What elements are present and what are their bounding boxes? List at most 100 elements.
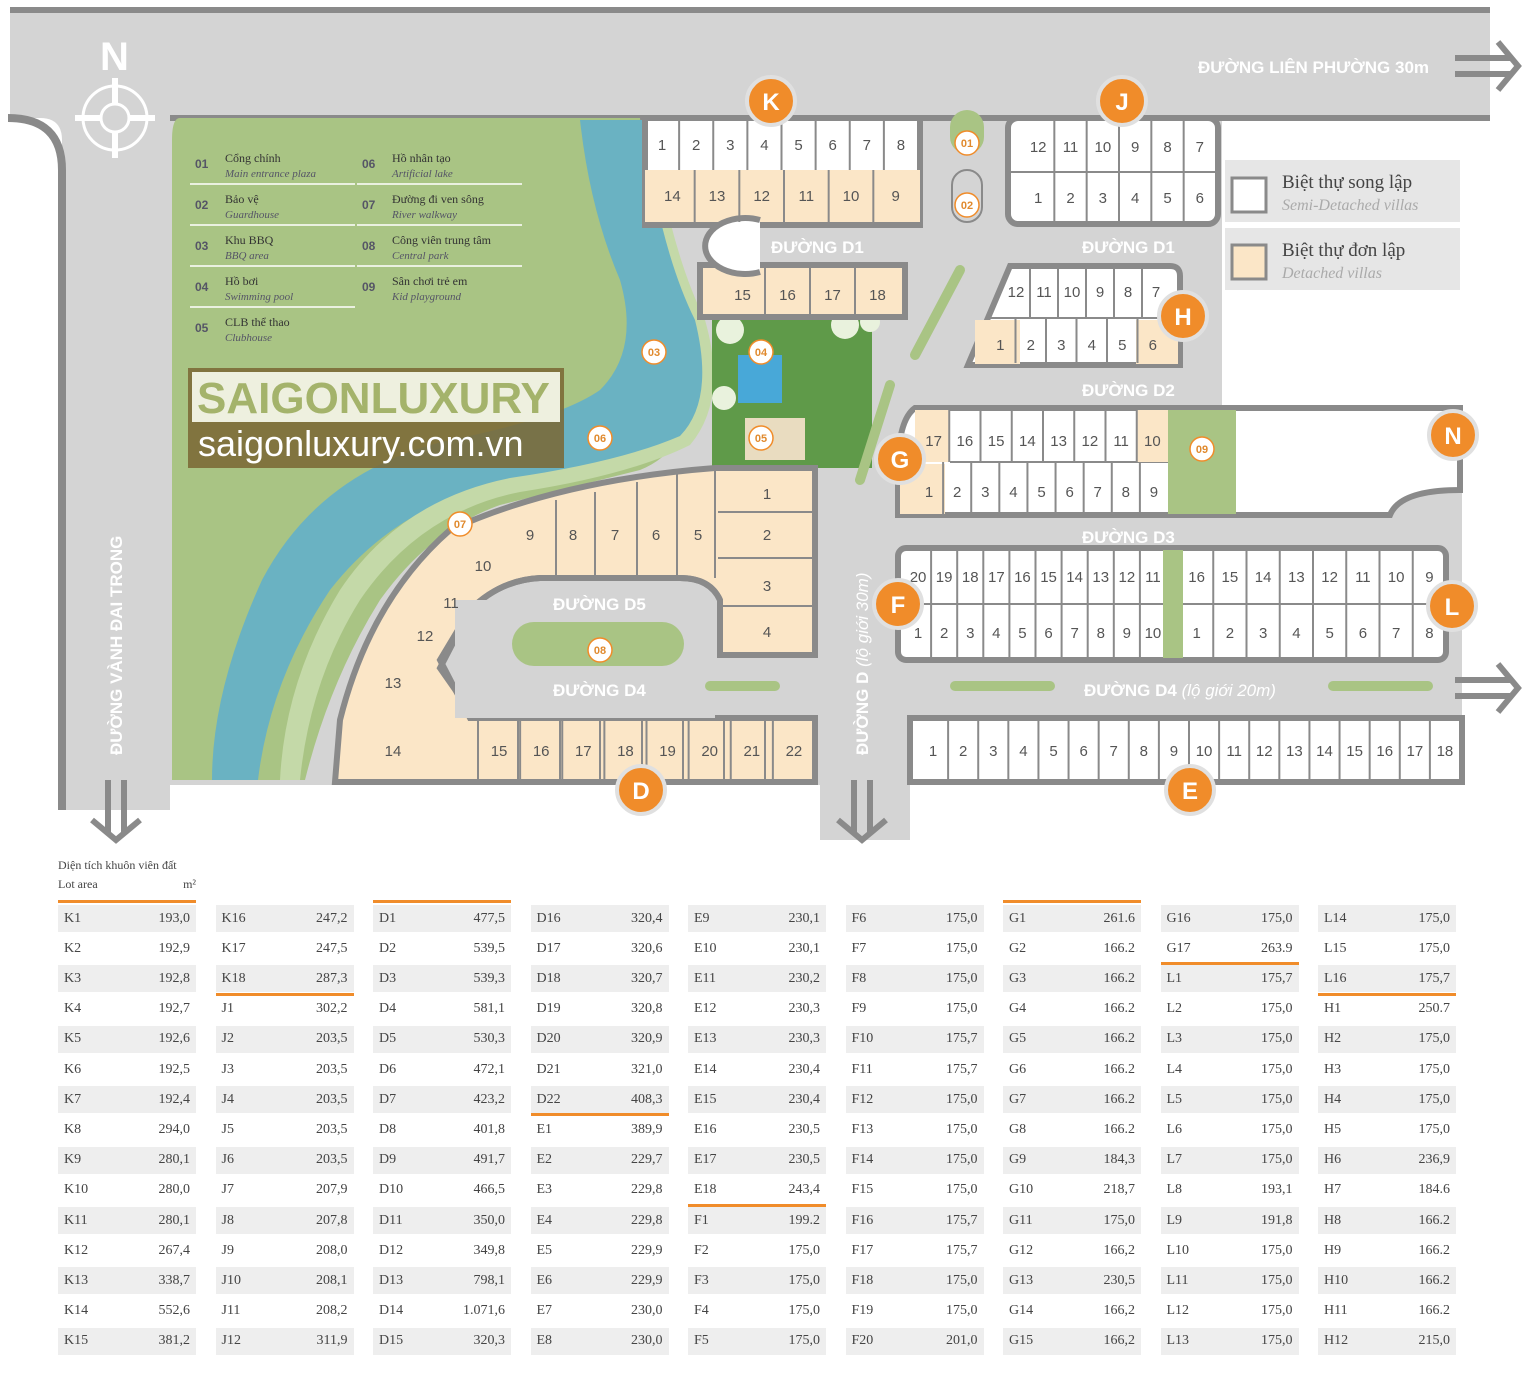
amenity-marker-07[interactable]: 07: [447, 511, 473, 537]
lot-j_top-7[interactable]: 7: [1196, 139, 1204, 156]
lot-g_bot-7[interactable]: 7: [1094, 484, 1102, 501]
lot-k_mid-10[interactable]: 10: [843, 188, 860, 205]
lot-j_bot-1[interactable]: 1: [1034, 190, 1042, 207]
lot-d-13[interactable]: 13: [385, 675, 402, 692]
lot-j_top-8[interactable]: 8: [1163, 139, 1171, 156]
lot-f_top-11[interactable]: 11: [1145, 569, 1161, 586]
lot-j_top-10[interactable]: 10: [1094, 139, 1111, 156]
lot-f_bot-4[interactable]: 4: [992, 625, 1000, 642]
lot-k_mid-14[interactable]: 14: [664, 188, 681, 205]
block-badge-e[interactable]: E: [1164, 764, 1216, 816]
lot-d_bot-15[interactable]: 15: [491, 743, 508, 760]
lot-h_bot-2[interactable]: 2: [1027, 337, 1035, 354]
lot-h_top-9[interactable]: 9: [1096, 284, 1104, 301]
lot-h_bot-6[interactable]: 6: [1149, 337, 1157, 354]
lot-d_bot-16[interactable]: 16: [533, 743, 550, 760]
lot-g_bot-3[interactable]: 3: [981, 484, 989, 501]
lot-e_row-12[interactable]: 12: [1256, 743, 1273, 760]
lot-h_bot-5[interactable]: 5: [1118, 337, 1126, 354]
lot-g_top-17[interactable]: 17: [925, 433, 942, 450]
lot-k_top-8[interactable]: 8: [897, 137, 905, 154]
lot-g_bot-4[interactable]: 4: [1009, 484, 1017, 501]
lot-k_low-15[interactable]: 15: [734, 287, 751, 304]
lot-l_bot-7[interactable]: 7: [1392, 625, 1400, 642]
lot-g_top-12[interactable]: 12: [1082, 433, 1099, 450]
lot-d-12[interactable]: 12: [417, 628, 434, 645]
lot-e_row-14[interactable]: 14: [1316, 743, 1333, 760]
lot-d-14[interactable]: 14: [385, 743, 402, 760]
lot-e_row-2[interactable]: 2: [959, 743, 967, 760]
lot-k_top-3[interactable]: 3: [726, 137, 734, 154]
block-badge-j[interactable]: J: [1096, 75, 1148, 127]
lot-k_top-5[interactable]: 5: [794, 137, 802, 154]
amenity-marker-05[interactable]: 05: [748, 425, 774, 451]
lot-d-9[interactable]: 9: [526, 527, 534, 544]
lot-j_top-11[interactable]: 11: [1063, 139, 1079, 156]
lot-e_row-7[interactable]: 7: [1110, 743, 1118, 760]
lot-e_row-8[interactable]: 8: [1140, 743, 1148, 760]
lot-h_top-10[interactable]: 10: [1064, 284, 1081, 301]
lot-g_top-16[interactable]: 16: [957, 433, 974, 450]
lot-l_top-11[interactable]: 11: [1355, 569, 1371, 586]
lot-l_bot-4[interactable]: 4: [1292, 625, 1300, 642]
lot-e_row-13[interactable]: 13: [1286, 743, 1303, 760]
lot-h_bot-3[interactable]: 3: [1057, 337, 1065, 354]
lot-g_bot-6[interactable]: 6: [1065, 484, 1073, 501]
lot-f_top-19[interactable]: 19: [936, 569, 953, 586]
block-badge-g[interactable]: G: [874, 433, 926, 485]
lot-f_bot-5[interactable]: 5: [1018, 625, 1026, 642]
block-badge-l[interactable]: L: [1426, 580, 1478, 632]
lot-j_top-12[interactable]: 12: [1030, 139, 1047, 156]
lot-k_low-16[interactable]: 16: [779, 287, 796, 304]
lot-e_row-10[interactable]: 10: [1196, 743, 1213, 760]
lot-k_top-2[interactable]: 2: [692, 137, 700, 154]
lot-j_bot-5[interactable]: 5: [1163, 190, 1171, 207]
lot-d_bot-19[interactable]: 19: [659, 743, 676, 760]
lot-j_bot-4[interactable]: 4: [1131, 190, 1139, 207]
lot-d_bot-18[interactable]: 18: [617, 743, 634, 760]
lot-e_row-3[interactable]: 3: [989, 743, 997, 760]
lot-f_top-20[interactable]: 20: [910, 569, 927, 586]
lot-l_top-9[interactable]: 9: [1425, 569, 1433, 586]
lot-k_low-17[interactable]: 17: [824, 287, 841, 304]
lot-f_bot-9[interactable]: 9: [1123, 625, 1131, 642]
lot-l_bot-1[interactable]: 1: [1192, 625, 1200, 642]
lot-f_bot-10[interactable]: 10: [1145, 625, 1162, 642]
lot-f_bot-1[interactable]: 1: [914, 625, 922, 642]
lot-h_bot-1[interactable]: 1: [996, 337, 1004, 354]
block-badge-d[interactable]: D: [615, 764, 667, 816]
lot-g_top-14[interactable]: 14: [1019, 433, 1036, 450]
lot-f_top-16[interactable]: 16: [1014, 569, 1031, 586]
lot-l_top-14[interactable]: 14: [1255, 569, 1272, 586]
lot-k_top-1[interactable]: 1: [658, 137, 666, 154]
lot-e_row-15[interactable]: 15: [1346, 743, 1363, 760]
lot-k_top-4[interactable]: 4: [760, 137, 768, 154]
lot-j_bot-6[interactable]: 6: [1196, 190, 1204, 207]
amenity-marker-01[interactable]: 01: [954, 130, 980, 156]
lot-h_top-12[interactable]: 12: [1008, 284, 1025, 301]
lot-l_bot-8[interactable]: 8: [1425, 625, 1433, 642]
lot-d_bot-20[interactable]: 20: [701, 743, 718, 760]
lot-d_bot-21[interactable]: 21: [743, 743, 760, 760]
lot-l_top-13[interactable]: 13: [1288, 569, 1305, 586]
lot-f_top-13[interactable]: 13: [1092, 569, 1109, 586]
lot-e_row-17[interactable]: 17: [1406, 743, 1423, 760]
lot-l_bot-3[interactable]: 3: [1259, 625, 1267, 642]
lot-k_top-7[interactable]: 7: [863, 137, 871, 154]
lot-l_top-15[interactable]: 15: [1222, 569, 1239, 586]
lot-f_top-18[interactable]: 18: [962, 569, 979, 586]
lot-j_bot-2[interactable]: 2: [1066, 190, 1074, 207]
lot-d-10[interactable]: 10: [475, 558, 492, 575]
lot-k_mid-11[interactable]: 11: [799, 188, 815, 205]
lot-g_top-11[interactable]: 11: [1113, 433, 1129, 450]
lot-g_top-13[interactable]: 13: [1050, 433, 1067, 450]
lot-f_bot-7[interactable]: 7: [1070, 625, 1078, 642]
lot-f_bot-8[interactable]: 8: [1097, 625, 1105, 642]
lot-d_bot-22[interactable]: 22: [786, 743, 803, 760]
lot-e_row-16[interactable]: 16: [1376, 743, 1393, 760]
lot-j_bot-3[interactable]: 3: [1099, 190, 1107, 207]
lot-d-11[interactable]: 11: [443, 595, 459, 612]
lot-k_mid-12[interactable]: 12: [753, 188, 770, 205]
lot-e_row-1[interactable]: 1: [929, 743, 937, 760]
lot-f_bot-2[interactable]: 2: [940, 625, 948, 642]
